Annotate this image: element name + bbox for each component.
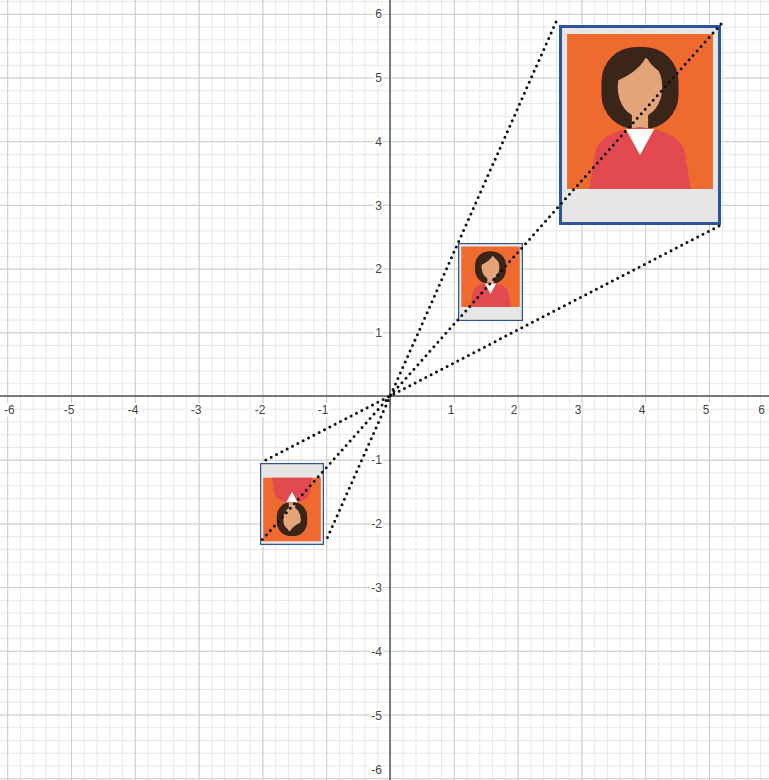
axis-number: -3 — [370, 581, 383, 595]
axis-number: 2 — [510, 403, 519, 417]
axis-number: 5 — [374, 71, 383, 85]
inverted-image — [261, 464, 324, 545]
axis-number: -1 — [317, 403, 330, 417]
dilation-rays — [262, 22, 721, 543]
axis-number: -2 — [254, 403, 267, 417]
axis-number: 3 — [574, 403, 583, 417]
axis-number: -5 — [370, 709, 383, 723]
axis-number: -6 — [3, 403, 16, 417]
axis-number: 5 — [702, 403, 711, 417]
axis-number: 3 — [374, 199, 383, 213]
axis-number: 1 — [374, 326, 383, 340]
axis-number: 4 — [638, 403, 647, 417]
axis-number: -1 — [370, 453, 383, 467]
axis-number: -3 — [190, 403, 203, 417]
axis-number: -4 — [370, 645, 383, 659]
axis-number: 1 — [447, 403, 456, 417]
axis-number: 6 — [374, 7, 383, 21]
medium-image — [459, 244, 523, 321]
axis-number: -5 — [63, 403, 76, 417]
axis-number: -4 — [127, 403, 140, 417]
axis-number: -2 — [370, 517, 383, 531]
large-image — [561, 27, 720, 224]
axis-number: 4 — [374, 135, 383, 149]
axis-number: 2 — [374, 262, 383, 276]
axis-number: -6 — [370, 763, 383, 777]
axis-number: 6 — [757, 403, 766, 417]
